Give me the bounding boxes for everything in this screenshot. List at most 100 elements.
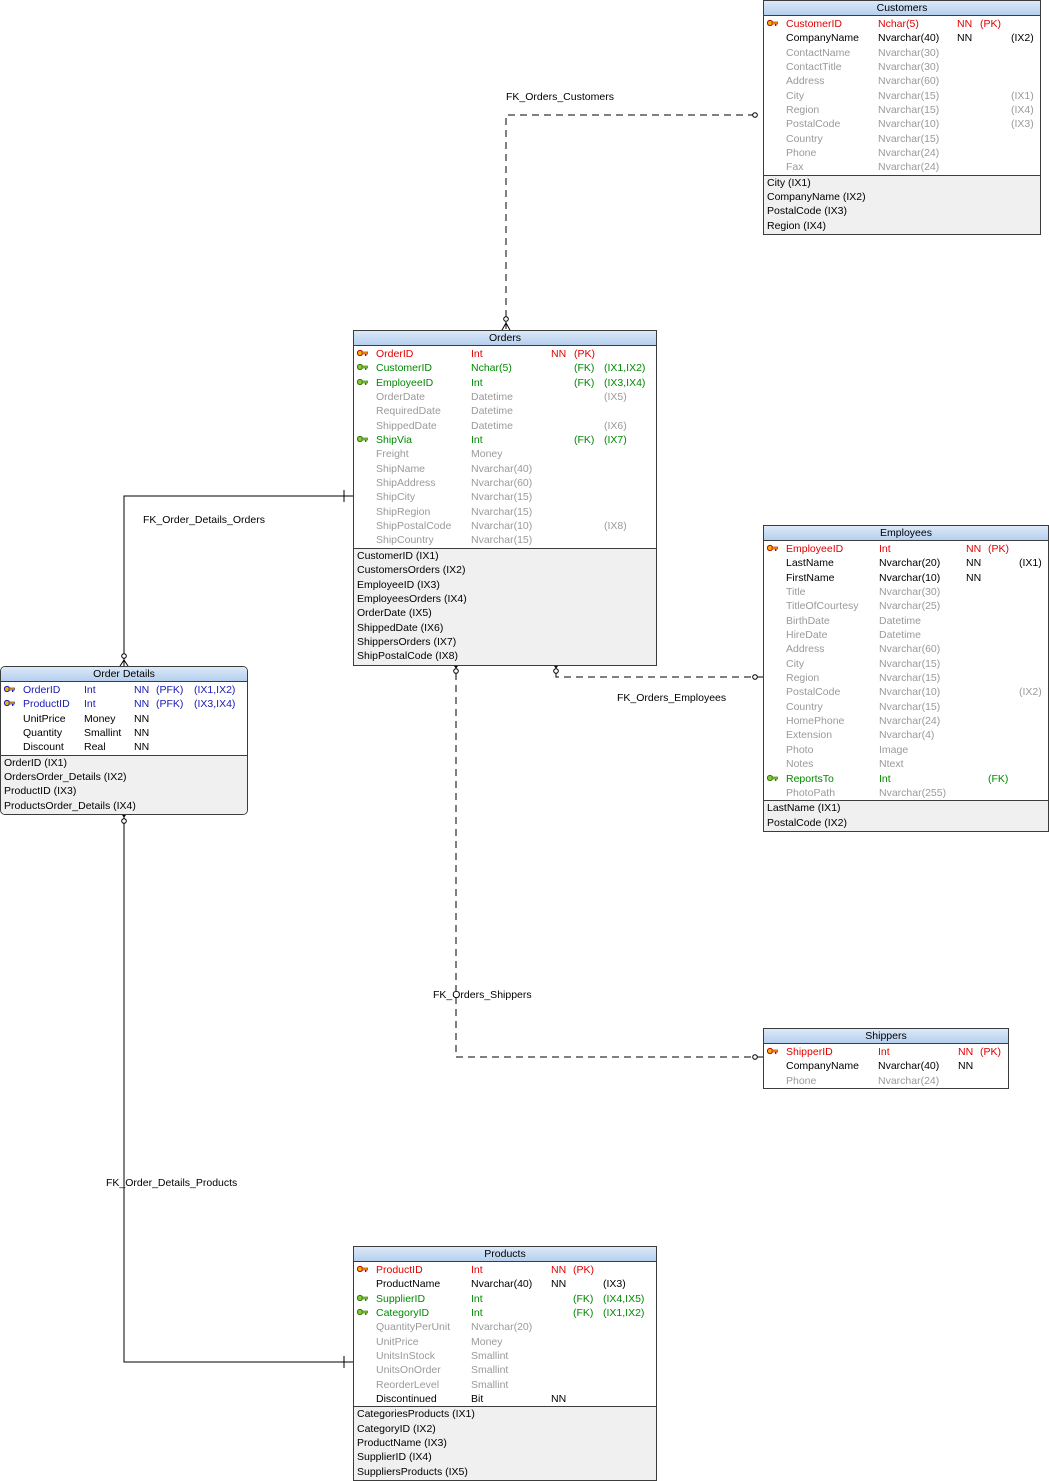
index-item[interactable]: ProductsOrder_Details (IX4) (4, 799, 136, 812)
index-item[interactable]: City (IX1) (767, 176, 811, 189)
index-item[interactable]: EmployeesOrders (IX4) (357, 592, 467, 605)
column-type: Nchar(5) (471, 362, 512, 375)
index-item[interactable]: ProductID (IX3) (4, 785, 77, 798)
column-index: (IX3) (1011, 118, 1034, 131)
index-item[interactable]: SuppliersProducts (IX5) (357, 1465, 468, 1478)
index-item[interactable]: SupplierID (IX4) (357, 1451, 432, 1464)
index-item[interactable]: ProductName (IX3) (357, 1437, 447, 1450)
index-item[interactable]: OrderDate (IX5) (357, 607, 432, 620)
index-item[interactable]: OrderID (IX1) (4, 756, 68, 769)
column-name: LastName (786, 557, 834, 570)
index-item[interactable]: PostalCode (IX3) (767, 205, 847, 218)
index-item[interactable]: PostalCode (IX2) (767, 816, 847, 829)
index-item[interactable]: ShippersOrders (IX7) (357, 635, 457, 648)
rel-label-orderdetails-products[interactable]: FK_Order_Details_Products (106, 1177, 238, 1189)
index-item[interactable]: CustomersOrders (IX2) (357, 564, 466, 577)
column-name: UnitsInStock (376, 1350, 435, 1363)
index-item[interactable]: EmployeeID (IX3) (357, 578, 440, 591)
column-name: ShipAddress (376, 477, 436, 490)
index-item[interactable]: CategoryID (IX2) (357, 1422, 436, 1435)
index-item[interactable]: Region (IX4) (767, 219, 826, 232)
index-item[interactable]: OrdersOrder_Details (IX2) (4, 771, 127, 784)
rel-label-orders-shippers[interactable]: FK_Orders_Shippers (433, 989, 532, 1001)
rel-label-orders-customers[interactable]: FK_Orders_Customers (506, 91, 614, 103)
index-item[interactable]: CompanyName (IX2) (767, 191, 866, 204)
index-item[interactable]: CategoriesProducts (IX1) (357, 1408, 475, 1421)
index-item[interactable]: LastName (IX1) (767, 802, 841, 815)
index-item[interactable]: CustomerID (IX1) (357, 549, 439, 562)
rel-label-orderdetails-orders[interactable]: FK_Order_Details_Orders (143, 514, 265, 526)
rel-label-orders-employees[interactable]: FK_Orders_Employees (617, 692, 727, 704)
index-item[interactable]: ShipPostalCode (IX8) (357, 650, 458, 663)
index-item[interactable]: ShippedDate (IX6) (357, 621, 444, 634)
